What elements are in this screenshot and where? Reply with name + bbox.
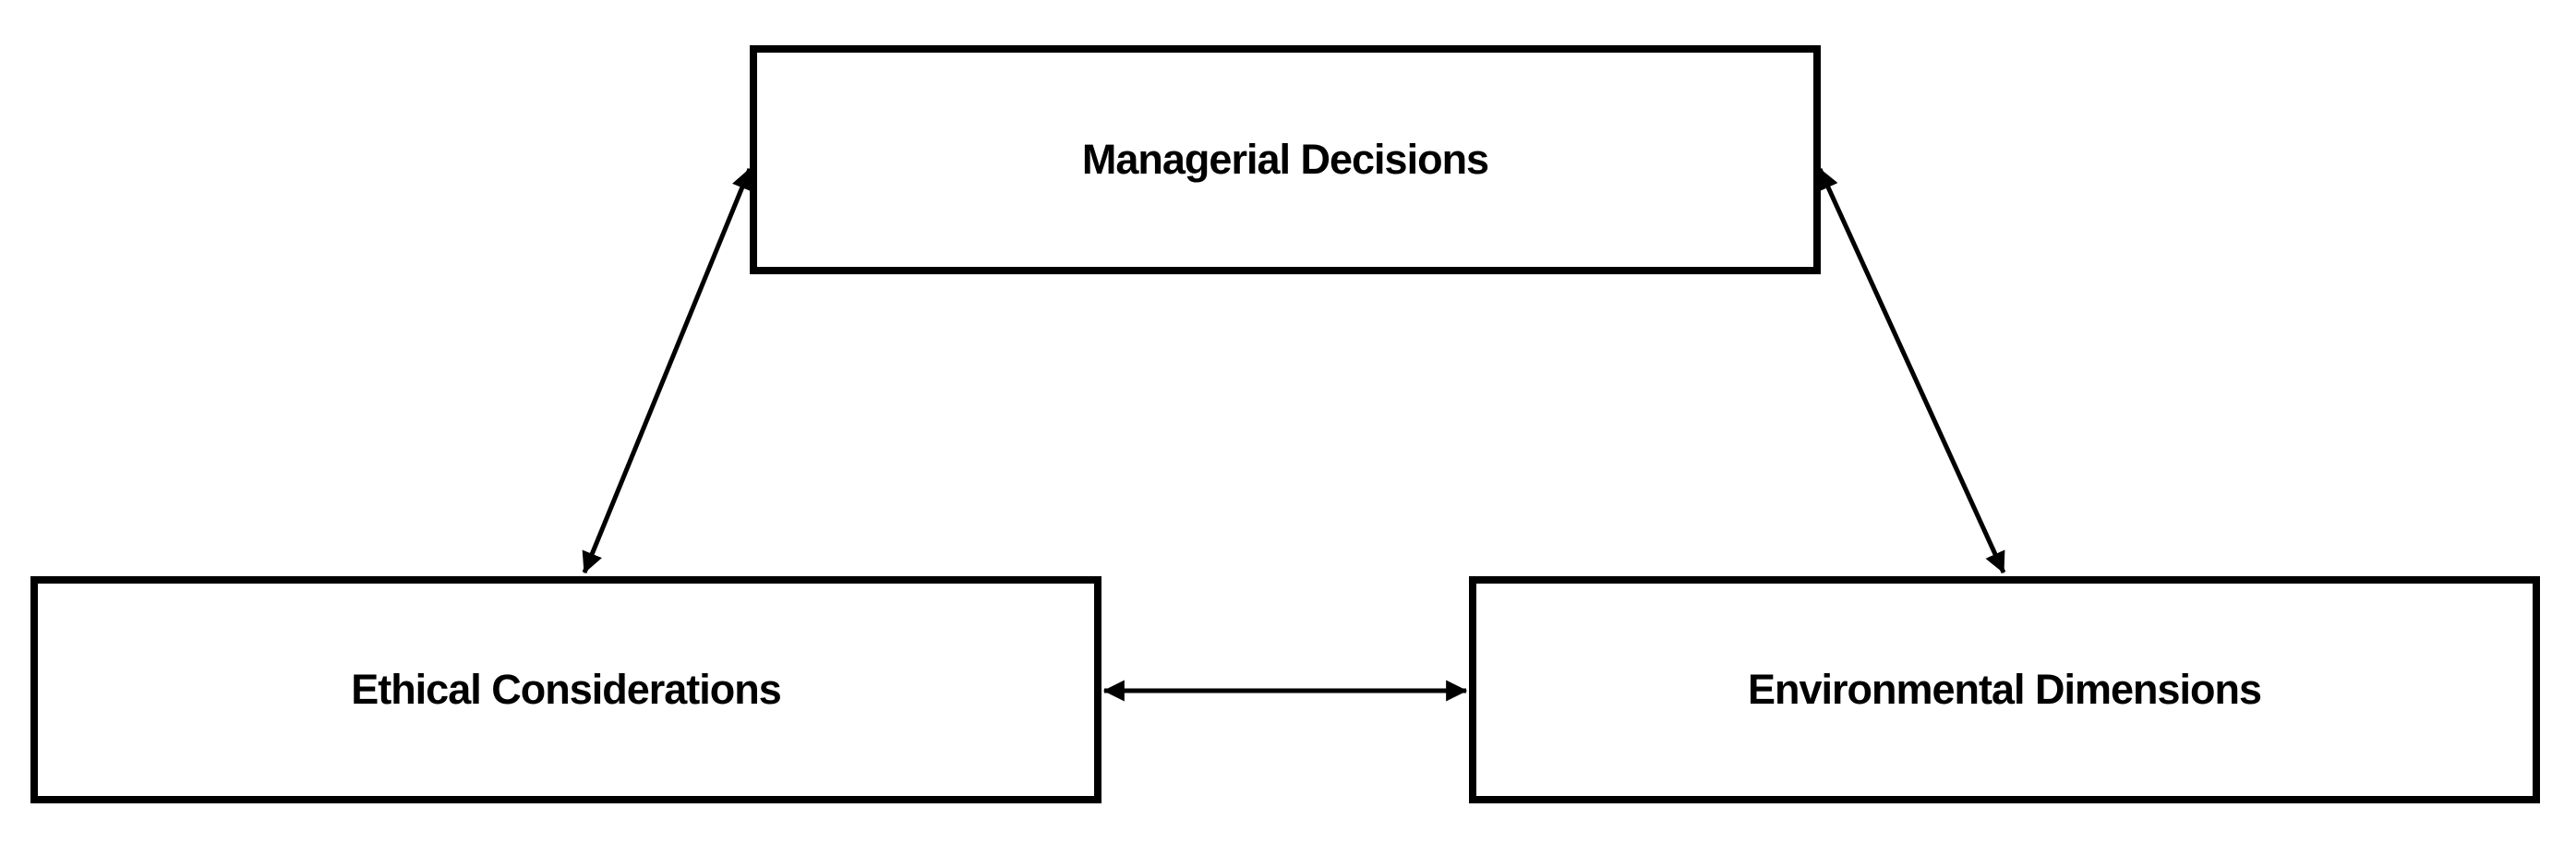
node-ethical-considerations: Ethical Considerations [30,576,1101,803]
node-environmental-dimensions: Environmental Dimensions [1469,576,2540,803]
node-environmental-dimensions-label: Environmental Dimensions [1747,666,2262,713]
node-ethical-considerations-label: Ethical Considerations [351,666,782,713]
edge-ethical-managerial-arrow [582,167,752,574]
edge-environmental-managerial-arrow [1817,167,2006,574]
node-managerial-decisions: Managerial Decisions [750,45,1821,274]
node-managerial-decisions-label: Managerial Decisions [1081,136,1489,183]
